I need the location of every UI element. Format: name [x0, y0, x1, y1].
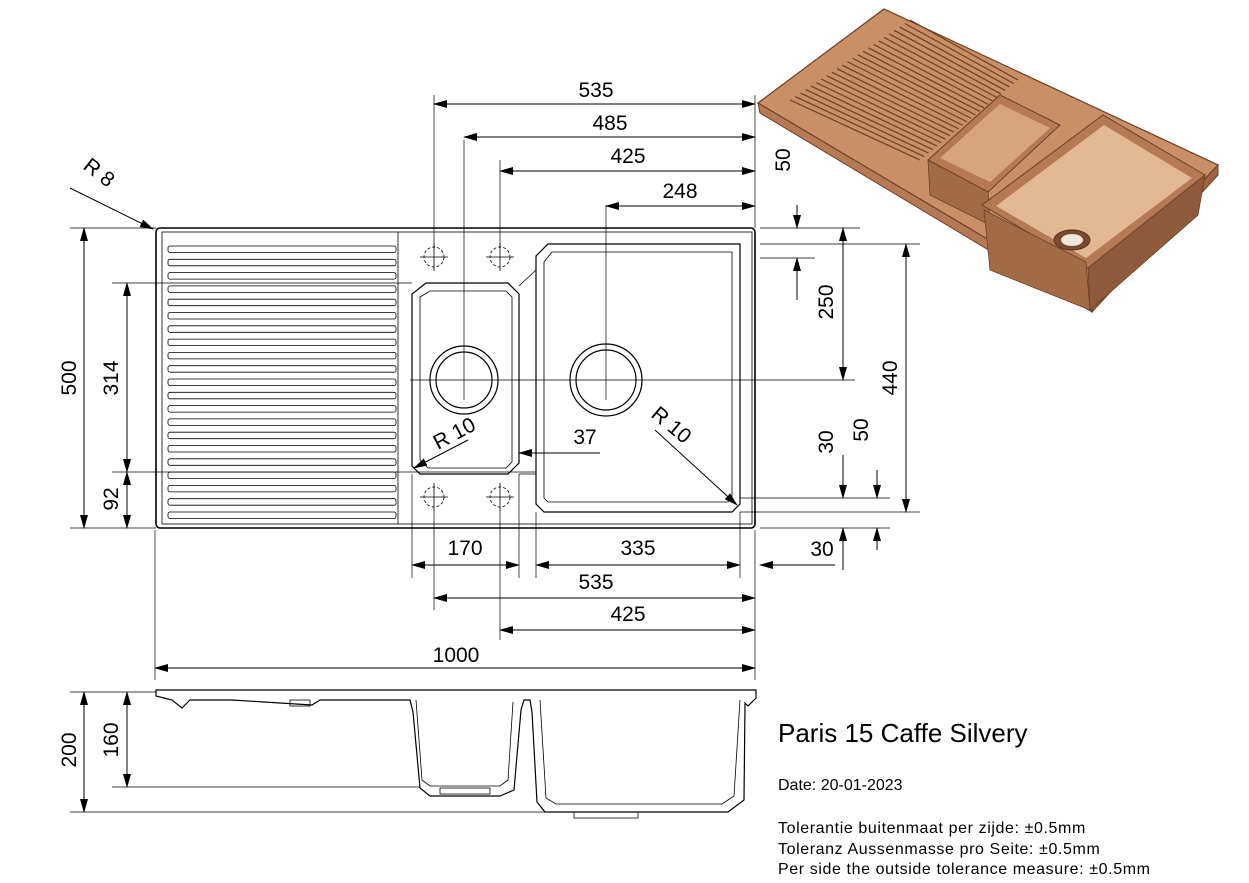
drainer-groove [841, 64, 963, 126]
dim-top-425: 425 [610, 145, 645, 168]
drainer-rib [167, 511, 397, 519]
dim-right-50-top: 50 [772, 148, 795, 171]
drainer-rib [167, 285, 397, 293]
drainer-groove [836, 68, 959, 130]
small-bowl [411, 282, 520, 475]
drainer-groove [815, 82, 942, 144]
drainer-rib [167, 498, 397, 506]
drainer-groove [805, 89, 934, 151]
dim-top-248: 248 [662, 180, 697, 203]
dim-right-50-bottom: 50 [850, 418, 873, 441]
dim-left-92: 92 [100, 487, 123, 510]
drainer-groove [857, 54, 976, 116]
top-view [155, 140, 855, 529]
product-title: Paris 15 Caffe Silvery [778, 718, 1028, 748]
drainer-groove [810, 85, 938, 147]
drainer-groove [826, 75, 951, 137]
dim-total-1000: 1000 [433, 644, 480, 667]
drainer-rib [167, 325, 397, 333]
dim-corner-radius: R 8 [79, 154, 119, 192]
tolerance-german: Toleranz Aussenmasse pro Seite: ±0.5mm [778, 840, 1101, 858]
dim-bottom-335: 335 [620, 537, 655, 560]
drainer-rib [167, 338, 397, 347]
drainer-rib [167, 418, 397, 426]
dimension-labels: 535 485 425 248 R 8 500 314 92 50 250 44… [58, 79, 902, 768]
tolerance-english: Per side the outside tolerance measure: … [778, 861, 1151, 878]
drainer-rib [167, 484, 397, 493]
drainer-groove [852, 57, 972, 119]
drainer-rib [167, 312, 397, 320]
dim-bowl-small-radius: R 10 [430, 413, 480, 454]
drainer-rib [167, 405, 397, 413]
drainer-rib [167, 391, 397, 400]
drainer-groove [867, 47, 985, 109]
drainer-rib [167, 245, 397, 253]
drawing-date: Date: 20-01-2023 [778, 777, 903, 794]
dim-right-440: 440 [879, 360, 902, 395]
drainer-groove [888, 33, 1002, 95]
drainer-rib [167, 298, 397, 307]
tolerance-dutch: Tolerantie buitenmaat per zijde: ±0.5mm [778, 820, 1086, 837]
drainer-groove [909, 19, 1019, 81]
drainer-groove [847, 61, 968, 123]
sink-3d-view [756, 8, 1220, 314]
dim-left-500: 500 [58, 360, 81, 395]
drainer-rib [167, 272, 397, 280]
drainer-grooves [789, 19, 1019, 161]
dim-right-30-bottom: 30 [810, 538, 833, 561]
tolerance-notes: Tolerantie buitenmaat per zijde: ±0.5mm … [778, 819, 1248, 881]
dim-top-535: 535 [578, 79, 613, 102]
drainer-groove [800, 92, 929, 154]
dim-left-314: 314 [100, 360, 123, 395]
dim-right-250: 250 [815, 284, 838, 319]
dim-bottom-535: 535 [578, 571, 613, 594]
tap-holes [420, 243, 514, 511]
drainer-rib [167, 445, 397, 453]
drainer-groove [794, 95, 925, 158]
large-bowl [535, 243, 741, 513]
drainer-groove [862, 50, 980, 112]
drainer-rib [167, 258, 397, 267]
drainer-groove [883, 36, 997, 98]
drainer-rib [167, 458, 397, 466]
dim-bowl-large-radius: R 10 [647, 402, 696, 448]
title-block: Paris 15 Caffe Silvery Date: 20-01-2023 … [778, 718, 1248, 881]
dim-depth-200: 200 [58, 732, 81, 767]
drainer-rib [167, 365, 397, 373]
dimension-lines [69, 100, 910, 813]
extension-lines [70, 95, 920, 680]
drainer-groove [821, 78, 946, 140]
drainer-groove [899, 26, 1010, 88]
drainer-rib [167, 351, 397, 360]
dim-depth-160: 160 [100, 722, 123, 757]
dim-divider-37: 37 [573, 426, 596, 449]
drainer-rib [167, 471, 397, 480]
sink-outline [155, 227, 756, 529]
section-view [70, 689, 757, 819]
drainer-rib [167, 431, 397, 440]
drainer-groove [878, 40, 993, 102]
drainer-groove [894, 29, 1006, 91]
drainer-groove [831, 71, 955, 133]
dim-bottom-170: 170 [447, 537, 482, 560]
drainer-ribs [167, 245, 397, 519]
drainer-groove [789, 99, 921, 161]
drainer-groove [904, 22, 1015, 85]
drainer-rib [167, 378, 397, 386]
dim-bottom-425: 425 [610, 603, 645, 626]
dim-right-30: 30 [815, 430, 838, 453]
drainer-groove [873, 43, 989, 105]
dim-top-485: 485 [592, 112, 627, 135]
